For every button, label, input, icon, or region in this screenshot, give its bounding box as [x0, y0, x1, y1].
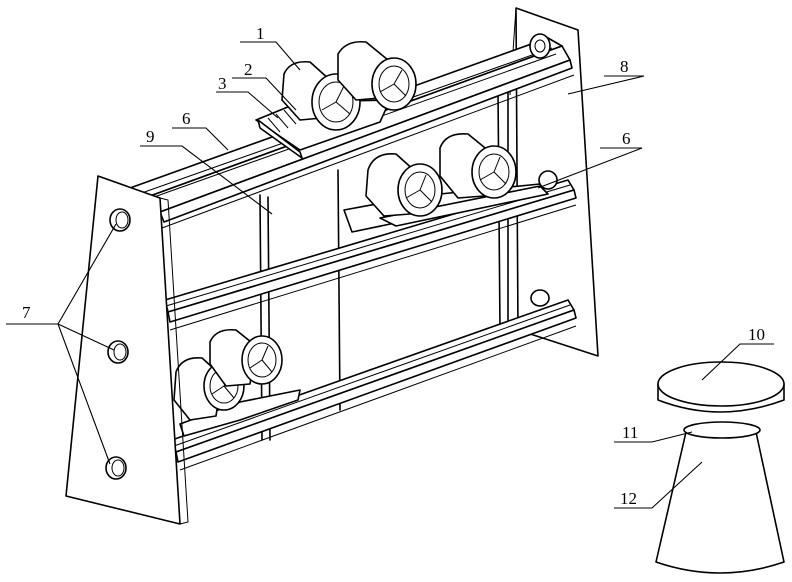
- label-8: 8: [620, 57, 629, 76]
- stool-ring: [684, 422, 760, 438]
- label-9: 9: [146, 127, 155, 146]
- label-1: 1: [256, 24, 265, 43]
- label-10: 10: [748, 325, 765, 344]
- stool-body: [656, 432, 784, 573]
- label-6-right: 6: [622, 129, 631, 148]
- stool-seat-top: [658, 362, 784, 406]
- label-3: 3: [218, 74, 227, 93]
- label-2: 2: [244, 60, 253, 79]
- label-7: 7: [22, 303, 31, 322]
- label-6-left: 6: [182, 109, 191, 128]
- label-12: 12: [620, 489, 637, 508]
- stool: [656, 362, 784, 573]
- label-11: 11: [622, 423, 638, 442]
